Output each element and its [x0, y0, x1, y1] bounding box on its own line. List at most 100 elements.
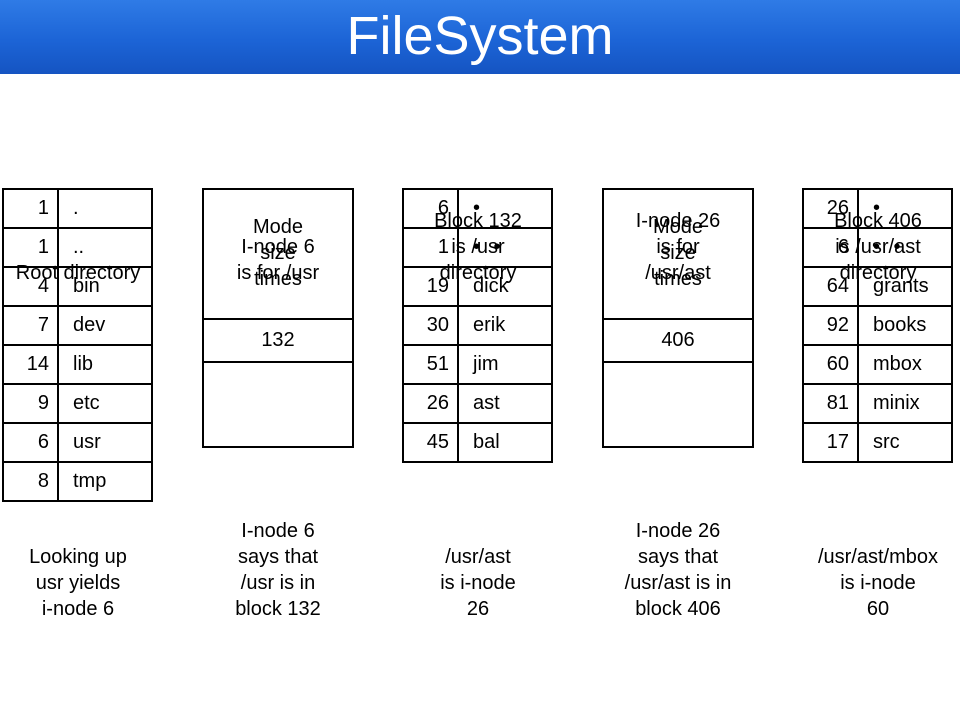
- attribute-line: size: [660, 242, 696, 264]
- heading-line: is for /usr: [236, 262, 320, 284]
- entry-name: .: [57, 188, 153, 229]
- table-row: 6•: [402, 188, 553, 229]
- inode-number: 1: [2, 227, 59, 268]
- inode-6-caption: I-node 6 says that /usr is in block 132: [178, 518, 378, 622]
- table-row: 1.: [2, 188, 153, 229]
- attribute-line: Mode: [652, 216, 704, 238]
- inode-number: 92: [802, 305, 859, 346]
- entry-name: dick: [457, 266, 553, 307]
- entry-name: erik: [457, 305, 553, 346]
- caption-line: I-node 26: [635, 520, 721, 542]
- entry-name: bin: [57, 266, 153, 307]
- entry-name: •: [857, 188, 953, 229]
- inode-number: 30: [402, 305, 459, 346]
- caption-line: I-node 6: [241, 520, 315, 542]
- page-title: FileSystem: [346, 6, 614, 66]
- inode-number: 17: [802, 422, 859, 463]
- inode-number: 7: [2, 305, 59, 346]
- title-bar: [0, 0, 960, 74]
- caption-line: /usr is in: [240, 572, 316, 594]
- attribute-line: times: [654, 268, 702, 290]
- inode-block-number: 406: [604, 320, 752, 363]
- table-row: 1• •: [402, 227, 553, 268]
- entry-name: tmp: [57, 461, 153, 502]
- entry-name: lib: [57, 344, 153, 385]
- inode-number: 9: [2, 383, 59, 424]
- table-row: 1..: [2, 227, 153, 268]
- inode-number: 19: [402, 266, 459, 307]
- attribute-line: size: [260, 242, 296, 264]
- block-132-caption: /usr/ast is i-node 26: [378, 544, 578, 622]
- heading-line: /usr/ast: [645, 262, 711, 284]
- entry-name: ..: [57, 227, 153, 268]
- inode-26-box: Mode size times 406: [602, 188, 754, 448]
- attribute-line: times: [254, 268, 302, 290]
- inode-number: 14: [2, 344, 59, 385]
- inode-attributes: Mode size times: [604, 190, 752, 320]
- caption-line: 60: [866, 598, 890, 620]
- caption-line: usr yields: [35, 572, 121, 594]
- root-directory-caption: Looking up usr yields i-node 6: [0, 544, 178, 622]
- caption-line: is i-node: [440, 572, 516, 594]
- inode-6-heading: I-node 6 is for /usr: [178, 234, 378, 286]
- block-406-caption: /usr/ast/mbox is i-node 60: [778, 544, 960, 622]
- block-406-column: Block 406 is /usr/ast directory 26• 6• •…: [778, 100, 960, 640]
- entry-name: etc: [57, 383, 153, 424]
- entry-name: dev: [57, 305, 153, 346]
- caption-line: 26: [466, 598, 490, 620]
- entry-name: jim: [457, 344, 553, 385]
- inode-number: 26: [402, 383, 459, 424]
- inode-26-heading: I-node 26 is for /usr/ast: [578, 208, 778, 286]
- entry-name: ast: [457, 383, 553, 424]
- caption-line: block 406: [635, 598, 721, 620]
- entry-name: mbox: [857, 344, 953, 385]
- inode-6-box: Mode size times 132: [202, 188, 354, 448]
- caption-line: says that: [237, 546, 319, 568]
- caption-line: /usr/ast is in: [624, 572, 732, 594]
- heading-line: I-node 6: [241, 236, 315, 258]
- heading-line: is for: [656, 236, 700, 258]
- entry-name: usr: [57, 422, 153, 463]
- entry-name: • •: [457, 227, 553, 268]
- inode-26-column: I-node 26 is for /usr/ast Mode size time…: [578, 100, 778, 640]
- inode-number: 6: [2, 422, 59, 463]
- heading-line: I-node 26: [635, 210, 721, 232]
- caption-line: block 132: [235, 598, 321, 620]
- inode-number: 1: [2, 188, 59, 229]
- entry-name: •: [457, 188, 553, 229]
- inode-number: 51: [402, 344, 459, 385]
- entry-name: src: [857, 422, 953, 463]
- entry-name: • •: [857, 227, 953, 268]
- entry-name: grants: [857, 266, 953, 307]
- caption-line: i-node 6: [41, 598, 115, 620]
- inode-number: 1: [402, 227, 459, 268]
- inode-number: 4: [2, 266, 59, 307]
- entry-name: books: [857, 305, 953, 346]
- caption-line: Looking up: [29, 546, 127, 568]
- table-row: 26•: [802, 188, 953, 229]
- inode-6-column: I-node 6 is for /usr Mode size times 132…: [178, 100, 378, 640]
- caption-line: /usr/ast/mbox: [817, 546, 939, 568]
- inode-block-number: 132: [204, 320, 352, 363]
- inode-number: 6: [802, 227, 859, 268]
- caption-line: /usr/ast: [445, 546, 511, 568]
- inode-26-caption: I-node 26 says that /usr/ast is in block…: [578, 518, 778, 622]
